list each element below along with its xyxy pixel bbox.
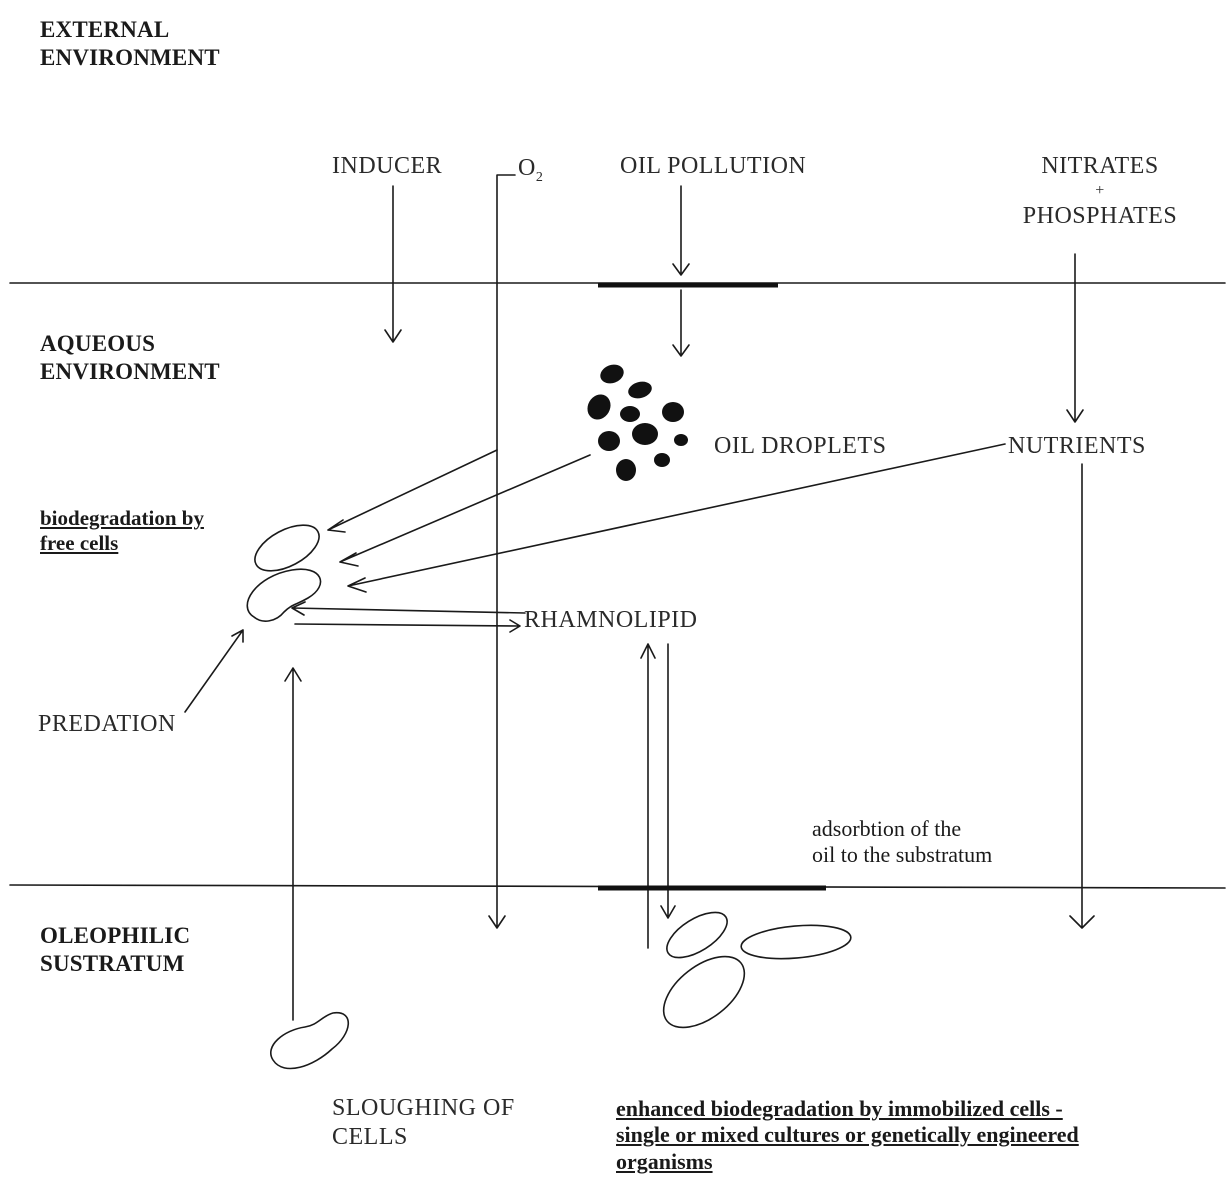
predation-label: PREDATION	[38, 711, 176, 737]
oil-pollution-label: OIL POLLUTION	[620, 153, 807, 179]
oil-droplet	[600, 364, 624, 384]
oil-pollution-arrow	[672, 185, 690, 276]
oxygen-to-cells-arrow	[327, 449, 498, 533]
inducer-arrow	[384, 185, 402, 343]
sloughing-arrow	[284, 667, 302, 1021]
nutrients-label: NUTRIENTS	[1008, 433, 1146, 459]
aqueous-environment-label: AQUEOUS ENVIRONMENT	[40, 330, 220, 385]
oil-droplet	[616, 459, 636, 481]
oil-droplet	[620, 406, 640, 422]
nutrients-to-cells-arrow	[347, 443, 1006, 593]
label-line: single or mixed cultures or genetically …	[616, 1122, 1079, 1148]
label-line: EXTERNAL	[40, 17, 170, 42]
oil-droplets-label: OIL DROPLETS	[714, 433, 887, 459]
immobilized-cell	[662, 955, 746, 1029]
oxygen-label: O2	[518, 154, 543, 187]
immobilized-cell	[666, 911, 728, 959]
rhamnolipid-down-arrow	[660, 643, 676, 919]
sloughing-label: SLOUGHING OF CELLS	[332, 1094, 515, 1152]
oil-droplet	[587, 394, 611, 420]
label-line: SLOUGHING OF	[332, 1095, 515, 1121]
nitrates-to-nutrients-arrow	[1066, 253, 1084, 423]
label-line: enhanced biodegradation by immobilized c…	[616, 1096, 1063, 1121]
plus-sign: +	[1095, 181, 1105, 199]
free-cell	[254, 524, 320, 572]
label-line: adsorbtion of the	[812, 816, 962, 841]
phosphates-text: PHOSPHATES	[1022, 202, 1178, 229]
label-line: SUSTRATUM	[40, 950, 185, 976]
oxygen-symbol: O	[518, 155, 536, 181]
droplets-to-cells-arrow	[339, 454, 591, 567]
cells-to-rhamnolipid-arrow	[294, 619, 521, 633]
immobilized-cell	[740, 924, 852, 960]
label-line: biodegradation by	[40, 506, 204, 530]
oxygen-arrow	[488, 174, 516, 929]
oil-droplet	[662, 402, 684, 422]
free-cell	[246, 568, 322, 622]
nitrates-text: NITRATES	[1041, 153, 1159, 179]
external-environment-label: EXTERNAL ENVIRONMENT	[40, 16, 220, 71]
label-line: ENVIRONMENT	[40, 44, 220, 70]
predation-arrow	[184, 629, 244, 713]
nutrients-to-substratum-arrow	[1069, 463, 1095, 929]
label-line: organisms	[616, 1148, 713, 1174]
label-line: OLEOPHILIC	[40, 923, 191, 948]
oil-entry-arrow	[672, 289, 690, 357]
label-line: free cells	[40, 531, 119, 556]
oxygen-subscript: 2	[535, 169, 544, 185]
rhamnolipid-to-cells-arrow	[291, 601, 526, 616]
rhamnolipid-up-arrow	[640, 643, 656, 949]
oil-droplet	[654, 453, 670, 467]
label-line: ENVIRONMENT	[40, 358, 220, 384]
oil-droplet	[674, 434, 688, 446]
sloughed-cell	[270, 1012, 350, 1070]
nitrates-phosphates-label: NITRATES + PHOSPHATES	[1005, 152, 1195, 230]
oil-droplet	[632, 423, 658, 445]
oil-droplets-cluster	[587, 364, 688, 481]
oil-droplet	[628, 381, 652, 399]
free-cells-label: biodegradation by free cells	[40, 506, 204, 556]
label-line: AQUEOUS	[40, 331, 156, 356]
adsorption-label: adsorbtion of the oil to the substratum	[812, 816, 992, 869]
rhamnolipid-label: RHAMNOLIPID	[524, 607, 698, 633]
label-line: oil to the substratum	[812, 842, 993, 868]
oil-droplet	[598, 431, 620, 451]
oleophilic-substratum-label: OLEOPHILIC SUSTRATUM	[40, 922, 190, 977]
enhanced-biodegradation-label: enhanced biodegradation by immobilized c…	[616, 1096, 1079, 1175]
label-line: CELLS	[332, 1123, 408, 1150]
inducer-label: INDUCER	[332, 153, 443, 179]
